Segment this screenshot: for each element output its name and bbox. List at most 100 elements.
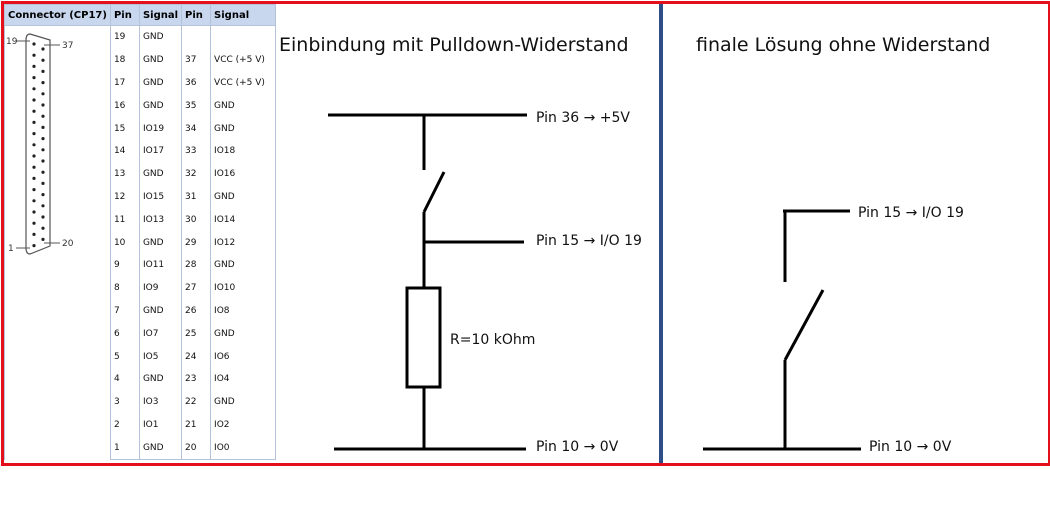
- signal-right-cell: GND: [210, 94, 277, 118]
- outer-frame: [1, 1, 1050, 466]
- connector-pin-dot: [32, 64, 36, 68]
- signal-left-cell: GND: [138, 367, 183, 391]
- signal-right-cell: GND: [210, 390, 277, 414]
- signal-left-cell: IO15: [138, 185, 183, 209]
- connector-pin-dot: [32, 76, 36, 80]
- signal-left-cell: GND: [138, 299, 183, 323]
- connector-pin-dot: [41, 81, 45, 85]
- header-connector: Connector (CP17): [4, 4, 111, 26]
- connector-pin-dot: [32, 210, 36, 214]
- connector-pin-dot: [41, 103, 45, 107]
- connector-pin-dot: [41, 125, 45, 129]
- switch-blade: [422, 171, 446, 213]
- final-title: finale Lösung ohne Widerstand: [696, 34, 991, 56]
- signal-left-cell: IO7: [138, 322, 183, 346]
- connector-pin-dot: [32, 132, 36, 136]
- connector-pin-dot: [41, 148, 45, 152]
- connector-pin-dot: [32, 120, 36, 124]
- signal-left-cell: GND: [138, 231, 183, 254]
- header-pin-1: Pin: [109, 4, 140, 26]
- signal-right-cell: GND: [210, 253, 277, 277]
- connector-pin-dot: [41, 193, 45, 197]
- signal-right-cell: IO6: [210, 345, 277, 368]
- connector-pin-dot: [32, 53, 36, 57]
- signal-right-cell: GND: [210, 185, 277, 209]
- connector-pins: [32, 42, 45, 248]
- signal-left-cell: IO3: [138, 390, 183, 414]
- connector-pin-dot: [32, 199, 36, 203]
- signal-right-cell: IO12: [210, 231, 277, 254]
- signal-right-cell: IO10: [210, 276, 277, 300]
- label-pin10: Pin 10 → 0V: [536, 439, 619, 455]
- signal-right-cell: GND: [210, 117, 277, 140]
- label-pin-1: 1: [8, 244, 14, 254]
- signal-right-cell: [210, 25, 277, 49]
- signal-right-cell: IO14: [210, 208, 277, 232]
- signal-left-cell: GND: [138, 94, 183, 118]
- header-signal-2: Signal: [210, 4, 277, 26]
- signal-left-cell: GND: [138, 71, 183, 95]
- connector-pin-dot: [41, 47, 45, 51]
- signal-left-cell: IO11: [138, 253, 183, 277]
- signal-left-cell: GND: [138, 25, 183, 49]
- switch-blade: [783, 289, 825, 361]
- connector-pin-dot: [32, 109, 36, 113]
- header-signal-1: Signal: [138, 4, 183, 26]
- header-pin-2: Pin: [181, 4, 212, 26]
- db37-connector-drawing: 19 37 1 20: [6, 33, 74, 255]
- signal-left-cell: IO9: [138, 276, 183, 300]
- connector-pin-dot: [32, 232, 36, 236]
- pulldown-title: Einbindung mit Pulldown-Widerstand: [279, 34, 629, 56]
- connector-pin-dot: [32, 221, 36, 225]
- signal-right-cell: IO2: [210, 413, 277, 437]
- connector-pin-dot: [32, 188, 36, 192]
- label-pin-37: 37: [62, 41, 73, 51]
- connector-pin-dot: [41, 58, 45, 62]
- connector-pin-dot: [32, 87, 36, 91]
- connector-pin-dot: [32, 154, 36, 158]
- connector-pin-dot: [41, 159, 45, 163]
- connector-pin-dot: [32, 98, 36, 102]
- signal-left-cell: IO13: [138, 208, 183, 232]
- label-pin-20: 20: [62, 239, 74, 249]
- label-resistor: R=10 kOhm: [450, 332, 536, 348]
- signal-left-cell: GND: [138, 436, 183, 461]
- signal-left-cell: GND: [138, 48, 183, 72]
- label-pin15: Pin 15 → I/O 19: [536, 233, 642, 249]
- connector-pin-dot: [41, 181, 45, 185]
- final-label-pin10: Pin 10 → 0V: [869, 439, 952, 455]
- connector-pin-dot: [41, 237, 45, 241]
- signal-right-cell: GND: [210, 322, 277, 346]
- signal-left-cell: GND: [138, 162, 183, 186]
- connector-pin-dot: [41, 215, 45, 219]
- signal-right-cell: IO4: [210, 367, 277, 391]
- signal-right-cell: IO8: [210, 299, 277, 323]
- connector-pin-dot: [32, 244, 36, 248]
- connector-pin-dot: [32, 42, 36, 46]
- final-label-pin15: Pin 15 → I/O 19: [858, 205, 964, 221]
- signal-left-cell: IO19: [138, 117, 183, 140]
- signal-right-cell: IO16: [210, 162, 277, 186]
- signal-right-cell: IO0: [210, 436, 277, 461]
- signal-right-cell: VCC (+5 V): [210, 48, 277, 72]
- connector-pin-dot: [41, 69, 45, 73]
- connector-pin-dot: [41, 114, 45, 118]
- panel-divider: [659, 4, 663, 463]
- signal-left-cell: IO17: [138, 139, 183, 163]
- signal-right-cell: VCC (+5 V): [210, 71, 277, 95]
